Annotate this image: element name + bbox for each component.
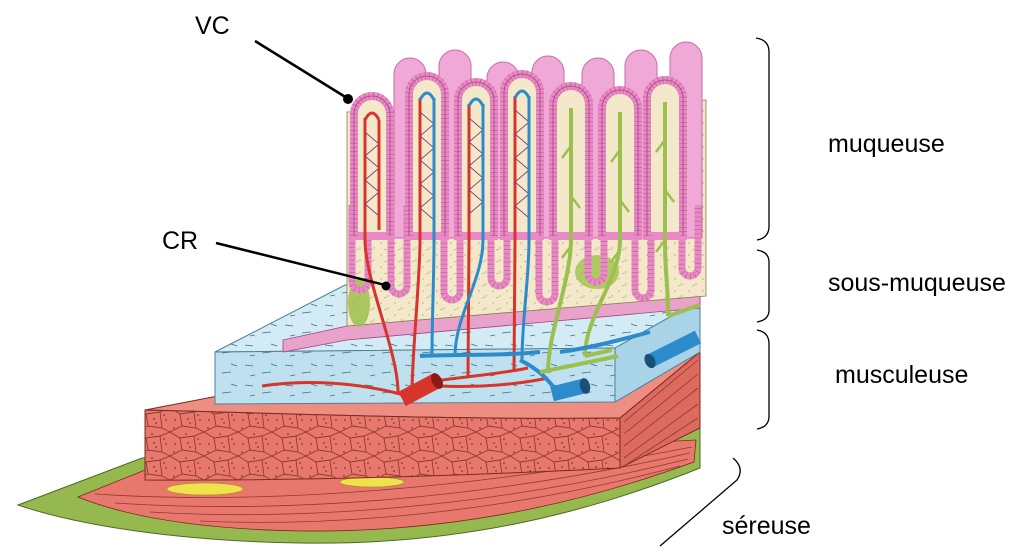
cr-pointer-dot bbox=[382, 282, 391, 291]
label-sereuse: séreuse bbox=[722, 514, 811, 539]
musculeuse-bracket bbox=[757, 330, 769, 429]
villus bbox=[409, 76, 445, 236]
villus-arteriole bbox=[514, 96, 515, 372]
villus-arteriole bbox=[468, 104, 469, 378]
muqueuse-bracket bbox=[756, 38, 769, 240]
label-sous-muqueuse: sous-muqueuse bbox=[828, 271, 1006, 296]
villus bbox=[354, 96, 390, 236]
fat-deposit bbox=[167, 483, 243, 495]
label-musculeuse: musculeuse bbox=[835, 363, 968, 388]
villus bbox=[458, 82, 494, 236]
vc-leader-line bbox=[255, 41, 347, 98]
sous-muqueuse-bracket bbox=[757, 250, 769, 322]
label-vc: VC bbox=[195, 14, 230, 39]
label-cr: CR bbox=[162, 229, 198, 254]
musculeuse-cell-texture bbox=[145, 410, 620, 480]
vc-pointer-dot bbox=[343, 94, 353, 104]
vein-segment bbox=[552, 386, 584, 394]
label-muqueuse: muqueuse bbox=[828, 132, 945, 157]
